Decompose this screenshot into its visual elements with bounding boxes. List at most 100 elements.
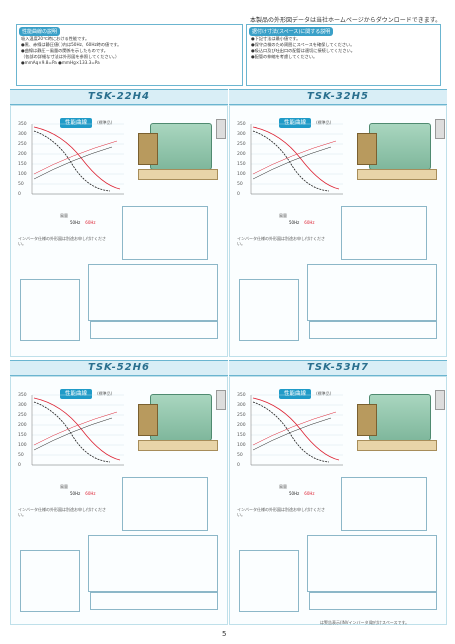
model-panel: TSK-52H6 性能曲線 (標準品) 350 300 250 200 150 … <box>10 360 228 625</box>
top-view-drawing <box>341 206 427 260</box>
section-tag: 性能曲線 <box>279 118 312 128</box>
notes-left-line: （各部の詳細な寸法は外形図を参照してください。） <box>21 54 120 59</box>
chart-x-label: 風量 <box>60 484 68 489</box>
performance-chart: 350 300 250 200 150 100 50 0 <box>12 119 130 211</box>
notes-left-box: 性能曲線の説明 吸入温度20℃時における性能です。 ●黒、赤線は静圧値( )内は… <box>16 24 243 86</box>
model-panel: TSK-53H7 性能曲線 (標準品) 350 300 250 200 150 … <box>229 360 447 625</box>
model-panel: TSK-22H4 性能曲線 (標準品) 350 300 250 200 150 … <box>10 89 228 357</box>
y-tick-label: 0 <box>237 191 240 197</box>
legend-50hz: 50Hz <box>70 491 81 496</box>
notes-right-line: ●下記寸法は最小値です。 <box>251 36 301 41</box>
machine-base-photo <box>357 169 437 180</box>
curve-power-60 <box>252 140 337 175</box>
legend-60hz: 60Hz <box>304 491 315 496</box>
y-tick-label: 350 <box>237 121 246 127</box>
y-tick-label: 250 <box>18 141 27 147</box>
legend-50hz: 50Hz <box>289 491 300 496</box>
base-view-drawing <box>90 592 218 610</box>
performance-chart: 350 300 250 200 150 100 50 0 <box>231 119 349 211</box>
side-view-drawing <box>88 264 218 321</box>
machine-base-photo <box>138 169 218 180</box>
y-tick-label: 100 <box>237 442 246 448</box>
control-box-photo <box>435 119 445 139</box>
y-tick-label: 300 <box>18 131 27 137</box>
motor-photo <box>357 404 377 436</box>
inverter-note: インバータ仕様の外形図は別途お申し付けください。 <box>237 507 325 517</box>
notes-left-line: ●曲線は静圧－風量の関係を示したものです。 <box>21 48 108 53</box>
legend-60hz: 60Hz <box>304 220 315 225</box>
notes-left-line: ●黒、赤線は静圧値( )内は50Hz、60Hz時の値です。 <box>21 42 122 47</box>
inverter-note: インバータ仕様の外形図は別途お申し付けください。 <box>18 236 106 246</box>
base-view-drawing <box>90 321 218 339</box>
y-tick-label: 300 <box>237 131 246 137</box>
y-tick-label: 300 <box>237 402 246 408</box>
section-tag: 性能曲線 <box>279 389 312 399</box>
page-number: 5 <box>222 630 227 638</box>
curve-power-50 <box>252 417 332 451</box>
notes-left-tag: 性能曲線の説明 <box>19 27 61 36</box>
curve-power-60 <box>33 411 118 446</box>
curve-60hz <box>252 397 340 461</box>
notes-right-tag: 据付け寸法(スペース)に関する説明 <box>249 27 334 36</box>
y-tick-label: 150 <box>237 432 246 438</box>
machine-base-photo <box>357 440 437 451</box>
front-view-drawing <box>239 279 299 341</box>
control-box-photo <box>216 390 226 410</box>
curve-60hz <box>33 126 121 190</box>
model-panel: TSK-32H5 性能曲線 (標準品) 350 300 250 200 150 … <box>229 89 447 357</box>
section-heading: 性能曲線 (標準品) <box>279 380 331 399</box>
motor-photo <box>138 133 158 165</box>
model-title: TSK-32H5 <box>229 89 447 105</box>
legend-50hz: 50Hz <box>70 220 81 225</box>
section-sub: (標準品) <box>97 391 113 396</box>
motor-photo <box>357 133 377 165</box>
top-view-drawing <box>341 477 427 531</box>
y-tick-label: 250 <box>237 141 246 147</box>
notes-right-box: 据付け寸法(スペース)に関する説明 ●下記寸法は最小値です。 ●保守点検のため周… <box>246 24 441 86</box>
curve-power-50 <box>33 417 113 451</box>
y-tick-label: 150 <box>237 161 246 167</box>
motor-photo <box>138 404 158 436</box>
side-view-drawing <box>307 535 437 592</box>
blower-machine-photo <box>369 123 431 170</box>
y-tick-label: 150 <box>18 161 27 167</box>
performance-chart: 350 300 250 200 150 100 50 0 <box>12 390 130 482</box>
inverter-note: インバータ仕様の外形図は別途お申し付けください。 <box>237 236 325 246</box>
front-view-drawing <box>20 279 80 341</box>
section-sub: (標準品) <box>97 120 113 125</box>
section-tag: 性能曲線 <box>60 389 93 399</box>
legend: 50Hz 60Hz <box>289 491 315 496</box>
front-view-drawing <box>239 550 299 612</box>
curve-50hz <box>252 401 330 463</box>
curve-power-50 <box>33 146 113 180</box>
y-tick-label: 50 <box>237 452 243 458</box>
section-heading: 性能曲線 (標準品) <box>60 380 112 399</box>
blower-machine-photo <box>150 123 212 170</box>
section-tag: 性能曲線 <box>60 118 93 128</box>
base-view-drawing <box>309 321 437 339</box>
control-box-photo <box>216 119 226 139</box>
curve-50hz <box>33 130 111 192</box>
notes-left-line: ●mmAq×9.8=Pa ●mmHg×133.3=Pa <box>21 60 100 65</box>
legend: 50Hz 60Hz <box>289 220 315 225</box>
y-tick-label: 0 <box>18 462 21 468</box>
y-tick-label: 350 <box>18 392 27 398</box>
y-tick-label: 300 <box>18 402 27 408</box>
notes-right-text: ●下記寸法は最小値です。 ●保守点検のため周囲にスペースを確保してください。 ●… <box>251 36 436 60</box>
machine-base-photo <box>138 440 218 451</box>
y-tick-label: 50 <box>18 181 24 187</box>
curve-50hz <box>33 401 111 463</box>
legend-50hz: 50Hz <box>289 220 300 225</box>
y-tick-label: 100 <box>18 442 27 448</box>
y-tick-label: 100 <box>18 171 27 177</box>
legend: 50Hz 60Hz <box>70 220 96 225</box>
section-heading: 性能曲線 (標準品) <box>279 109 331 128</box>
side-view-drawing <box>88 535 218 592</box>
base-view-drawing <box>309 592 437 610</box>
y-tick-label: 50 <box>237 181 243 187</box>
notes-right-line: ●配管の伸縮を考慮してください。 <box>251 54 318 59</box>
section-heading: 性能曲線 (標準品) <box>60 109 112 128</box>
header-note: 本製品の外形図データは当社ホームページからダウンロードできます。 <box>250 17 442 24</box>
legend: 50Hz 60Hz <box>70 491 96 496</box>
section-sub: (標準品) <box>316 120 332 125</box>
